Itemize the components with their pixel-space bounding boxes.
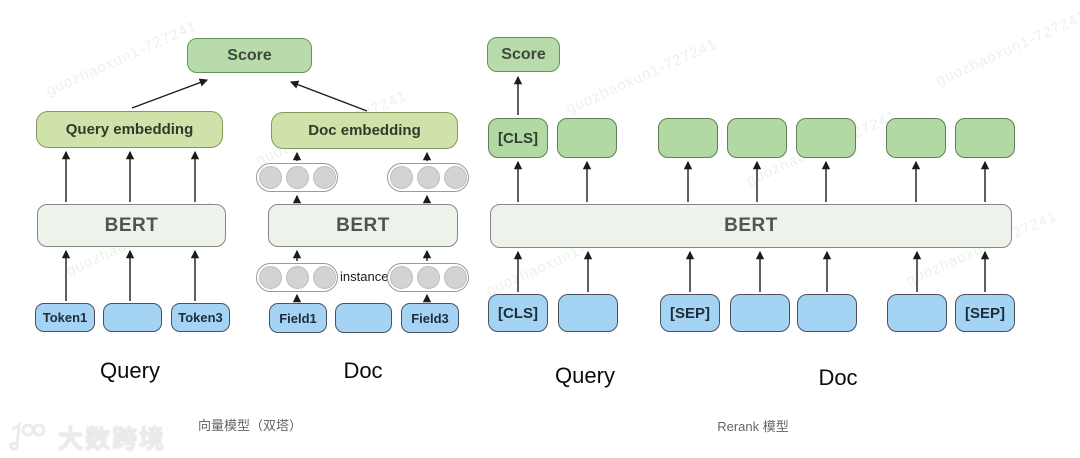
- query-label-right: Query: [555, 363, 615, 388]
- output-cell: [658, 118, 718, 158]
- arrow: [289, 80, 368, 112]
- vector-dot: [285, 266, 309, 289]
- token-box: Token1: [35, 303, 95, 332]
- field-box: Field1: [269, 303, 327, 333]
- brand-name: 大数跨境: [58, 425, 167, 453]
- query-label-left: Query: [100, 358, 160, 383]
- embedding-vector-pill: [387, 263, 469, 292]
- embedding-vector-pill: [256, 163, 338, 192]
- field-box: [335, 303, 392, 333]
- vector-dot: [389, 266, 413, 289]
- vector-dot: [285, 166, 309, 189]
- vector-dot: [258, 166, 282, 189]
- brand-watermark: 大数跨境: [6, 419, 166, 455]
- field-box: Field3: [401, 303, 459, 333]
- output-cell: [796, 118, 856, 158]
- input-cell: [CLS]: [488, 294, 548, 332]
- input-cell: [SEP]: [660, 294, 720, 332]
- diagonal-watermark: guozhaoxun1-727241: [43, 17, 200, 100]
- embedding-vector-pill: [256, 263, 338, 292]
- vector-dot: [416, 166, 440, 189]
- doc-embedding-box: Doc embedding: [271, 112, 458, 149]
- output-cell: [557, 118, 617, 158]
- arrow: [131, 78, 209, 109]
- input-cell: [887, 294, 947, 332]
- bert-box-query-tower: BERT: [37, 204, 226, 247]
- bi-encoder-caption: 向量模型（双塔）: [197, 418, 302, 433]
- embedding-vector-pill: [387, 163, 469, 192]
- diagonal-watermark: guozhaoxun1-727241: [933, 7, 1080, 90]
- vector-dot: [443, 266, 467, 289]
- brand-logo-icon: [9, 421, 46, 451]
- output-cell: [886, 118, 946, 158]
- doc-label-right: Doc: [818, 365, 858, 390]
- rerank-score-box: Score: [487, 37, 560, 72]
- input-cell: [SEP]: [955, 294, 1015, 332]
- token-box: Token3: [171, 303, 230, 332]
- rerank-caption: Rerank 模型: [717, 419, 789, 434]
- vector-dot: [312, 266, 336, 289]
- bert-box-doc-tower: BERT: [268, 204, 458, 247]
- diagonal-watermark: guozhaoxun1-727241: [563, 35, 720, 118]
- vector-dot: [443, 166, 467, 189]
- output-cell: [955, 118, 1015, 158]
- input-cell: [730, 294, 790, 332]
- token-box: [103, 303, 162, 332]
- bert-box-rerank: BERT: [490, 204, 1012, 248]
- input-cell: [558, 294, 618, 332]
- vector-dot: [416, 266, 440, 289]
- vector-dot: [312, 166, 336, 189]
- bi-encoder-score-box: Score: [187, 38, 312, 73]
- output-cell: [727, 118, 787, 158]
- vector-dot: [258, 266, 282, 289]
- doc-label-left: Doc: [343, 358, 383, 383]
- output-cell: [CLS]: [488, 118, 548, 158]
- input-cell: [797, 294, 857, 332]
- query-embedding-box: Query embedding: [36, 111, 223, 148]
- vector-dot: [389, 166, 413, 189]
- instance-label: instance: [340, 269, 389, 284]
